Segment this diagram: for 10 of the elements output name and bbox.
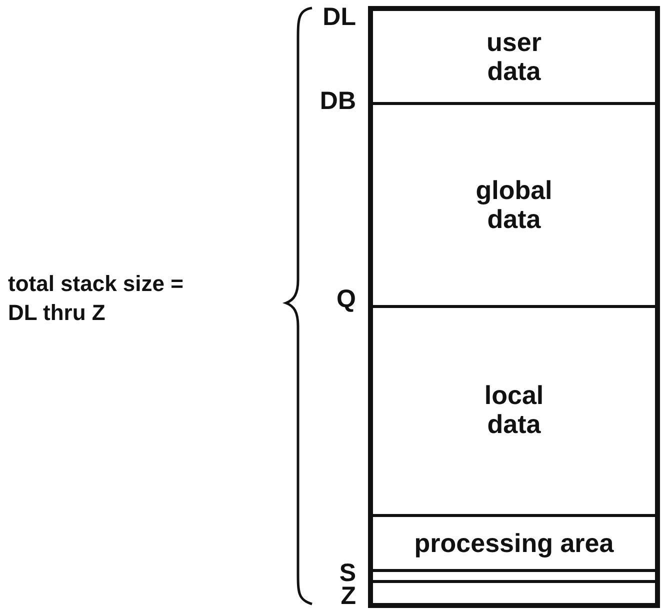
segment-label: processing area	[414, 528, 614, 558]
register-label: Q	[336, 286, 356, 312]
segment-label: user data	[486, 28, 542, 86]
note-text: total stack size = DL thru Z	[8, 270, 184, 327]
stack-box	[368, 6, 660, 608]
register-label: DL	[322, 4, 356, 30]
segment-label: local data	[483, 380, 545, 438]
memory-segment	[373, 514, 655, 572]
register-label: DB	[318, 88, 356, 114]
segment-label: global data	[474, 176, 554, 234]
